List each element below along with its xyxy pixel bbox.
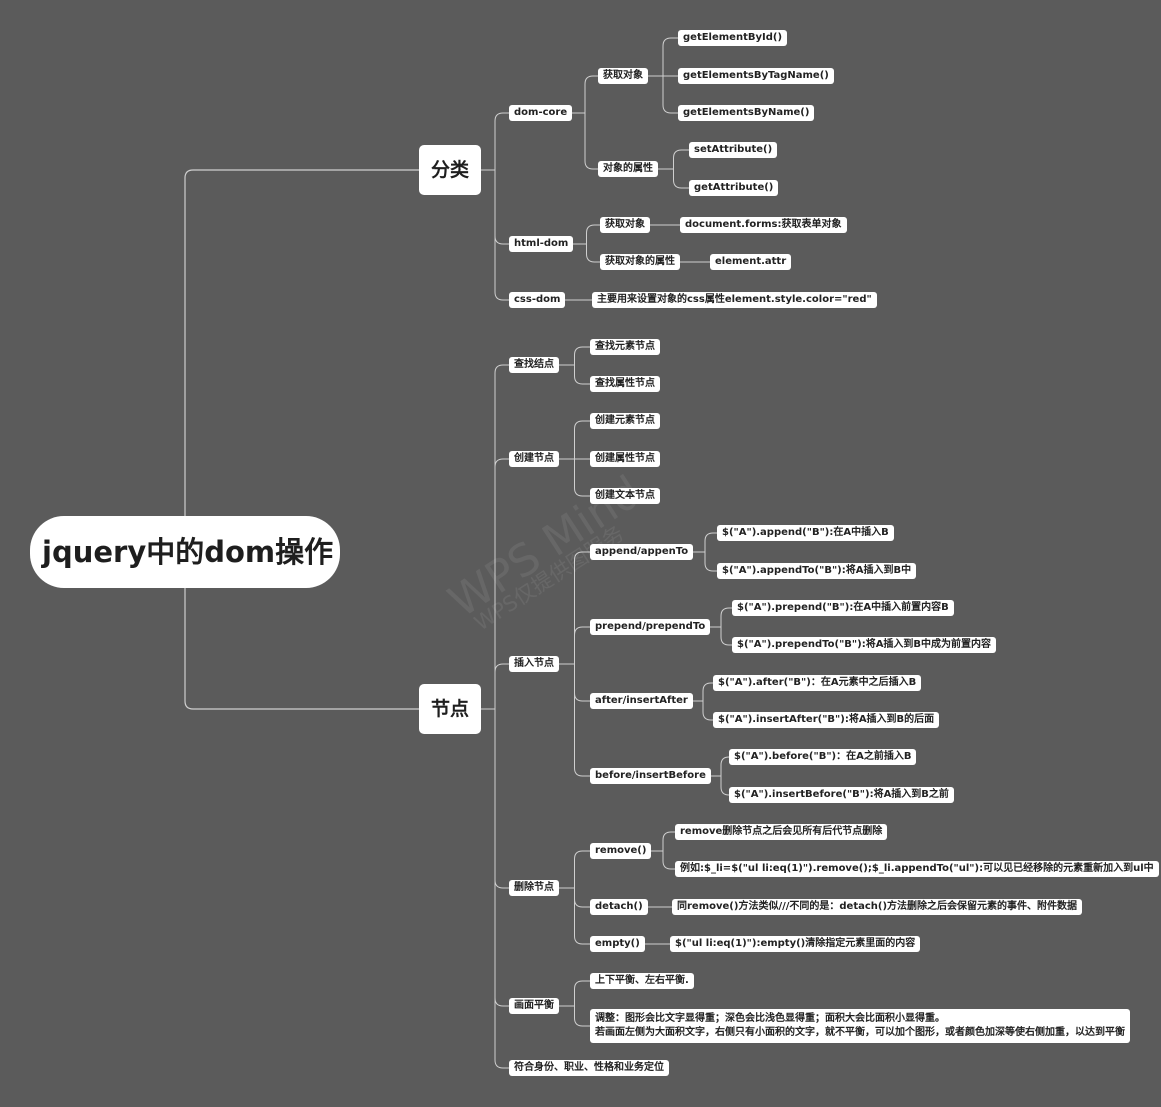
connector-topic-remove-to-topic-remove-desc <box>651 831 675 852</box>
topic-insert-node[interactable]: 插入节点 <box>509 656 559 672</box>
connector-topic-insert-node-to-topic-append <box>559 551 590 665</box>
connector-topic-after-to-topic-insert-after-desc <box>693 700 713 721</box>
topic-insert-before-desc[interactable]: $("A").insertBefore("B"):将A插入到B之前 <box>729 787 954 803</box>
topic-append-desc[interactable]: $("A").append("B"):在A中插入B <box>717 525 894 541</box>
connector-topic-html-dom-to-topic-html-get-object <box>573 224 600 245</box>
root-topic[interactable]: jquery中的dom操作 <box>30 516 340 588</box>
topic-get-element-by-id[interactable]: getElementById() <box>678 30 788 46</box>
topic-get-elements-by-tag-name[interactable]: getElementsByTagName() <box>678 68 834 84</box>
topic-html-get-object[interactable]: 获取对象 <box>600 217 650 233</box>
topic-delete-node[interactable]: 删除节点 <box>509 880 559 896</box>
connector-topic-before-to-topic-insert-before-desc <box>711 775 730 796</box>
topic-get-elements-by-name[interactable]: getElementsByName() <box>678 105 815 121</box>
topic-get-object[interactable]: 获取对象 <box>598 68 648 84</box>
connector-topic-after-to-topic-after-desc <box>693 682 713 702</box>
connector-topic-create-node-to-topic-create-text-node <box>559 458 590 497</box>
connector-topic-remove-to-topic-remove-example <box>651 850 675 870</box>
topic-detach-desc[interactable]: 同remove()方法类似///不同的是：detach()方法删除之后会保留元素… <box>672 899 1083 915</box>
connector-topic-insert-node-to-topic-before <box>559 663 590 777</box>
topic-balance-adjust[interactable]: 调整：图形会比文字显得重；深色会比浅色显得重；面积大会比面积小显得重。 若画面左… <box>590 1009 1130 1043</box>
connector-branch-nodes-to-topic-find-node <box>481 364 509 710</box>
connector-topic-before-to-topic-before-desc <box>711 756 730 777</box>
connector-topic-get-object-to-topic-get-elements-by-name <box>648 75 678 114</box>
connector-branch-classification-to-topic-dom-core <box>481 112 509 171</box>
topic-before-desc[interactable]: $("A").before("B")：在A之前插入B <box>729 749 917 765</box>
topic-get-attribute[interactable]: getAttribute() <box>689 180 779 196</box>
topic-css-dom-desc[interactable]: 主要用来设置对象的css属性element.style.color="red" <box>592 292 877 308</box>
topic-css-dom[interactable]: css-dom <box>509 292 566 308</box>
topic-dom-core[interactable]: dom-core <box>509 105 573 121</box>
connector-branch-nodes-to-topic-identity-positioning <box>481 708 509 1069</box>
topic-prepend-to-desc[interactable]: $("A").prependTo("B"):将A插入到B中成为前置内容 <box>732 637 997 653</box>
topic-find-attribute-node[interactable]: 查找属性节点 <box>590 376 660 392</box>
connector-topic-visual-balance-to-topic-balance-up-down <box>559 980 590 1007</box>
topic-empty[interactable]: empty() <box>590 936 645 952</box>
topic-find-node[interactable]: 查找结点 <box>509 357 559 373</box>
topic-insert-after-desc[interactable]: $("A").insertAfter("B"):将A插入到B的后面 <box>713 712 940 728</box>
connector-topic-visual-balance-to-topic-balance-adjust <box>559 1005 590 1027</box>
branch-classification[interactable]: 分类 <box>419 145 481 195</box>
balance-adjust-line-1: 调整：图形会比文字显得重；深色会比浅色显得重；面积大会比面积小显得重。 <box>595 1013 945 1024</box>
topic-create-text-node[interactable]: 创建文本节点 <box>590 488 660 504</box>
topic-remove-example[interactable]: 例如:$_li=$("ul li:eq(1)").remove();$_li.a… <box>675 861 1159 877</box>
topic-set-attribute[interactable]: setAttribute() <box>689 142 778 158</box>
topic-html-get-attribute[interactable]: 获取对象的属性 <box>600 254 680 270</box>
topic-append-to-desc[interactable]: $("A").appendTo("B"):将A插入到B中 <box>717 563 917 579</box>
connector-topic-prepend-to-topic-prepend-to-desc <box>710 626 732 646</box>
topic-before[interactable]: before/insertBefore <box>590 768 711 784</box>
topic-element-attr[interactable]: element.attr <box>710 254 792 270</box>
topic-detach[interactable]: detach() <box>590 899 648 915</box>
connector-topic-dom-core-to-topic-object-attributes <box>572 112 598 170</box>
topic-empty-desc[interactable]: $("ul li:eq(1)"):empty()清除指定元素里面的内容 <box>670 936 921 952</box>
topic-create-attribute-node[interactable]: 创建属性节点 <box>590 451 660 467</box>
topic-create-element-node[interactable]: 创建元素节点 <box>590 413 660 429</box>
topic-visual-balance[interactable]: 画面平衡 <box>509 998 559 1014</box>
topic-remove-desc[interactable]: remove删除节点之后会见所有后代节点删除 <box>675 824 888 840</box>
connector-topic-append-to-topic-append-to-desc <box>693 551 717 572</box>
connector-root-topic-to-branch-classification <box>184 169 419 516</box>
connector-root-topic-to-branch-nodes <box>184 588 419 710</box>
balance-adjust-line-2: 若画面左侧为大面积文字，右侧只有小面积的文字，就不平衡，可以加个图形，或者颜色加… <box>595 1027 1125 1038</box>
connector-topic-object-attributes-to-topic-set-attribute <box>658 149 689 170</box>
connector-topic-object-attributes-to-topic-get-attribute <box>658 168 689 189</box>
branch-nodes[interactable]: 节点 <box>419 684 481 734</box>
connector-topic-delete-node-to-topic-empty <box>559 887 590 945</box>
connector-branch-nodes-to-topic-create-node <box>481 458 509 710</box>
connector-topic-find-node-to-topic-find-element-node <box>559 346 590 366</box>
connector-topic-html-dom-to-topic-html-get-attribute <box>573 243 600 263</box>
topic-after[interactable]: after/insertAfter <box>590 693 693 709</box>
connector-topic-insert-node-to-topic-prepend <box>559 626 590 665</box>
connector-branch-nodes-to-topic-insert-node <box>481 663 509 710</box>
connector-branch-classification-to-topic-css-dom <box>481 169 509 301</box>
topic-remove[interactable]: remove() <box>590 843 652 859</box>
topic-create-node[interactable]: 创建节点 <box>509 451 559 467</box>
topic-document-forms[interactable]: document.forms:获取表单对象 <box>680 217 847 233</box>
topic-balance-up-down[interactable]: 上下平衡、左右平衡. <box>590 973 694 989</box>
connector-topic-create-node-to-topic-create-element-node <box>559 420 590 460</box>
topic-append[interactable]: append/appenTo <box>590 544 694 560</box>
connector-topic-dom-core-to-topic-get-object <box>572 75 598 114</box>
connector-topic-find-node-to-topic-find-attribute-node <box>559 364 590 385</box>
connector-topic-append-to-topic-append-desc <box>693 532 717 553</box>
topic-html-dom[interactable]: html-dom <box>509 236 574 252</box>
topic-object-attributes[interactable]: 对象的属性 <box>598 161 658 177</box>
topic-prepend-desc[interactable]: $("A").prepend("B"):在A中插入前置内容B <box>732 600 954 616</box>
connector-topic-delete-node-to-topic-remove <box>559 850 590 889</box>
topic-identity-positioning[interactable]: 符合身份、职业、性格和业务定位 <box>509 1060 669 1076</box>
topic-prepend[interactable]: prepend/prependTo <box>590 619 711 635</box>
topic-find-element-node[interactable]: 查找元素节点 <box>590 339 660 355</box>
connector-topic-get-object-to-topic-get-element-by-id <box>648 37 678 77</box>
connector-topic-prepend-to-topic-prepend-desc <box>710 607 732 628</box>
topic-after-desc[interactable]: $("A").after("B")：在A元素中之后插入B <box>713 675 922 691</box>
